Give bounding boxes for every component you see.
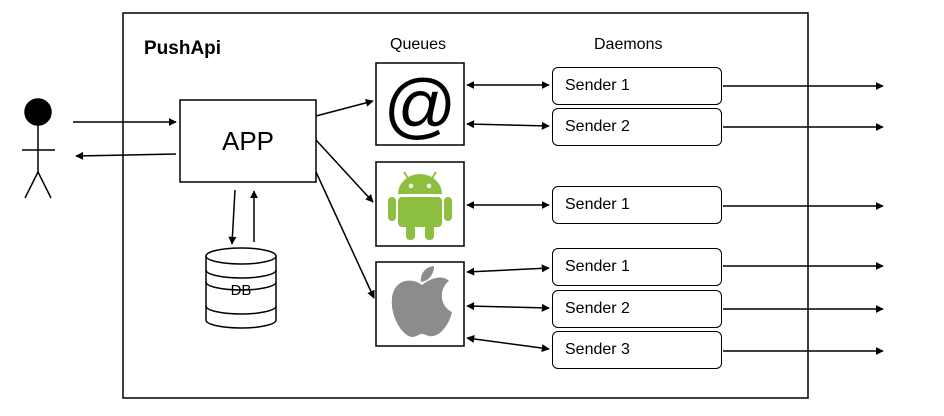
sender-box: Sender 1 [552,248,722,286]
email-sender2-link [466,120,550,130]
app-box [179,99,317,183]
apple-sender3-link [466,334,550,353]
sender-box: Sender 1 [552,67,722,105]
sender-box: Sender 2 [552,108,722,146]
app-to-android-queue-arrow [315,139,374,203]
sender-box: Sender 3 [552,331,722,369]
app-to-user-arrow [75,151,177,160]
sender-label: Sender 2 [565,300,630,317]
sender-label: Sender 3 [565,341,630,358]
system-title: PushApi [144,38,222,59]
sender-label: Sender 1 [565,196,630,213]
queues-heading: Queues [390,36,447,53]
app-label: APP [221,125,275,156]
sender-box: Sender 2 [552,290,722,328]
sender-label: Sender 1 [565,77,630,94]
sender-box: Sender 1 [552,186,722,224]
apple-icon [391,266,452,337]
db-cylinder-icon [205,247,277,329]
sender-label: Sender 1 [565,258,630,275]
apple-sender2-link [466,302,550,312]
sender-label: Sender 2 [565,118,630,135]
apple-sender1-link [466,264,550,276]
android-icon [388,171,452,240]
app-to-email-queue-arrow [315,98,374,117]
app-to-apple-queue-arrow [315,171,375,299]
db-label: DB [230,282,252,299]
app-to-db-arrow [228,189,237,245]
at-sign-icon: @ [383,66,456,146]
email-queue-box [375,62,465,146]
daemons-heading: Daemons [594,36,663,53]
user-icon [22,98,55,199]
